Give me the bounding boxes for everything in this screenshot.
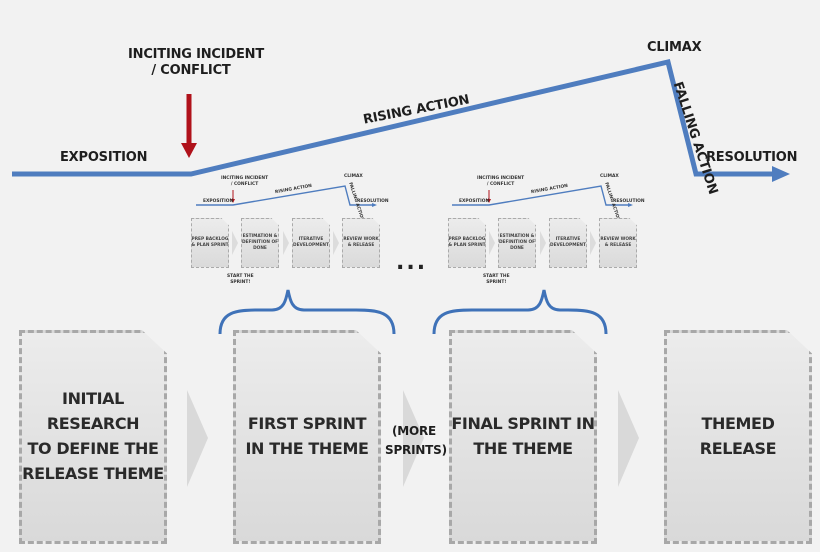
mini-resolution: RESOLUTION (613, 199, 645, 204)
inciting-arrow-head (181, 143, 197, 158)
mini-resolution: RESOLUTION (357, 199, 389, 204)
story-arc-line (12, 59, 775, 177)
phase-box-final-sprint (449, 330, 597, 544)
phase-chevrons (187, 390, 639, 487)
mini-step-doc (191, 218, 229, 268)
phase-box-themed-release (664, 330, 812, 544)
mini-climax: CLIMAX (344, 174, 363, 179)
mini-step-doc (498, 218, 536, 268)
label-resolution: RESOLUTION (706, 150, 798, 165)
mini-step-doc (342, 218, 380, 268)
mini-step-doc (599, 218, 637, 268)
label-inciting-incident: INCITING INCIDENT / CONFLICT (128, 47, 264, 80)
label-climax: CLIMAX (647, 40, 702, 55)
mini-step-label: REVIEW WORK& RELEASE (600, 236, 636, 248)
mini-inciting: INCITING INCIDENT/ CONFLICT (477, 176, 525, 187)
brace-first-sprint (218, 289, 396, 335)
inciting-line-2: / CONFLICT (151, 63, 231, 79)
mini-step-doc (292, 218, 330, 268)
mini-exposition: EXPOSITION (203, 199, 234, 204)
phase-box-first-sprint (233, 330, 381, 544)
mini-step-label: PREP BACKLOG& PLAN SPRINT (448, 236, 486, 248)
mini-inciting: INCITING INCIDENT/ CONFLICT (221, 176, 269, 187)
mini-step-label: REVIEW WORK& RELEASE (343, 236, 379, 248)
mini-arc-right (452, 185, 633, 207)
ellipsis-more: ... (396, 250, 428, 275)
label-exposition: EXPOSITION (60, 150, 148, 165)
brace-final-sprint (432, 289, 608, 335)
chevron-1 (187, 390, 208, 487)
mini-exposition: EXPOSITION (459, 199, 490, 204)
chevron-2 (403, 390, 424, 487)
mini-step-doc (241, 218, 279, 268)
mini-step-label: PREP BACKLOG& PLAN SPRINT (191, 236, 229, 248)
story-arc-arrowhead (772, 166, 790, 182)
chevron-3 (618, 390, 639, 487)
mini-arc-left (196, 185, 377, 207)
mini-step-doc (448, 218, 486, 268)
label-more-sprints: (MORE SPRINTS) (385, 424, 447, 458)
phase-box-initial-research (19, 330, 167, 544)
mini-chevrons (232, 231, 596, 255)
inciting-line-1: INCITING INCIDENT (128, 47, 264, 62)
mini-step-doc (549, 218, 587, 268)
mini-climax: CLIMAX (600, 174, 619, 179)
